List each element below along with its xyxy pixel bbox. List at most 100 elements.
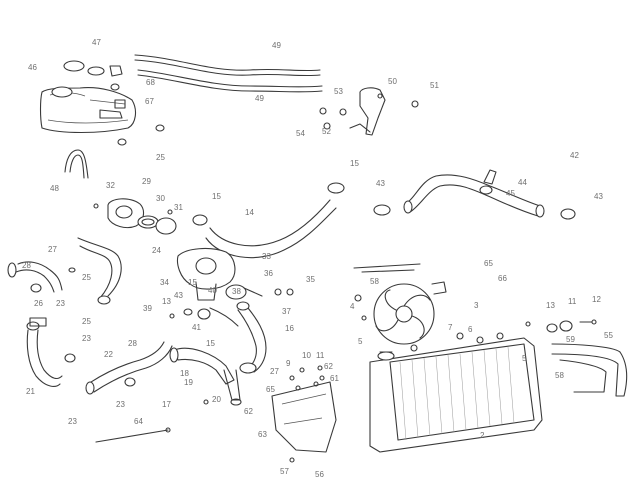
part-label: 17: [162, 400, 171, 409]
hose-42: [373, 169, 576, 220]
hose-28: [7, 261, 76, 293]
part-label: 56: [315, 470, 324, 479]
fasteners-9-10: [289, 365, 325, 381]
part-label: 46: [28, 63, 37, 72]
part-label: 13: [162, 297, 171, 306]
part-label: 33: [262, 252, 271, 261]
long-hose-49: [134, 54, 323, 93]
part-label: 30: [156, 194, 165, 203]
part-label: 34: [160, 278, 169, 287]
part-label: 23: [116, 400, 125, 409]
part-label: 15: [188, 278, 197, 287]
part-label: 50: [388, 77, 397, 86]
tank-cap-47: [63, 60, 165, 146]
part-label: 23: [68, 417, 77, 426]
shroud-62: [271, 381, 337, 463]
part-label: 29: [142, 177, 151, 186]
part-label: 61: [330, 374, 339, 383]
part-label: 28: [22, 261, 31, 270]
part-label: 5: [358, 337, 363, 346]
part-label: 38: [232, 287, 241, 296]
rod-64: [95, 427, 171, 443]
hose-21: [26, 317, 76, 387]
part-label: 37: [282, 307, 291, 316]
part-label: 21: [26, 387, 35, 396]
part-label: 18: [180, 369, 189, 378]
cooling-fan: [353, 263, 447, 352]
part-label: 53: [334, 87, 343, 96]
part-label: 23: [56, 299, 65, 308]
part-label: 26: [34, 299, 43, 308]
part-label: 19: [184, 378, 193, 387]
part-number-labels: 47 49 46 68 67 49 53 50 51 54 52 25 15 4…: [22, 38, 613, 479]
hose-16: [236, 301, 267, 374]
part-label: 35: [306, 275, 315, 284]
part-label: 11: [316, 351, 325, 360]
part-label: 44: [518, 178, 527, 187]
part-label: 59: [566, 335, 575, 344]
hose-14: [192, 182, 345, 259]
bracket-55: [525, 319, 628, 397]
part-label: 42: [570, 151, 579, 160]
part-label: 45: [506, 189, 515, 198]
part-label: 28: [128, 339, 137, 348]
part-label: 32: [106, 181, 115, 190]
part-label: 51: [430, 81, 439, 90]
part-label: 4: [350, 302, 355, 311]
part-label: 15: [350, 159, 359, 168]
expansion-tank-46: [39, 86, 137, 134]
part-label: 43: [594, 192, 603, 201]
part-label: 25: [156, 153, 165, 162]
part-label: 20: [212, 395, 221, 404]
part-label: 47: [92, 38, 101, 47]
part-label: 27: [270, 367, 279, 376]
part-label: 43: [376, 179, 385, 188]
part-label: 52: [322, 127, 331, 136]
part-label: 49: [272, 41, 281, 50]
part-label: 55: [604, 331, 613, 340]
part-label: 11: [568, 297, 577, 306]
part-label: 5: [522, 354, 527, 363]
part-label: 58: [555, 371, 564, 380]
part-label: 64: [134, 417, 143, 426]
thermostat-housing-32: [93, 198, 177, 235]
radiator-2: [369, 332, 543, 453]
part-label: 62: [244, 407, 253, 416]
part-label: 36: [264, 269, 273, 278]
part-label: 10: [302, 351, 311, 360]
part-label: 67: [145, 97, 154, 106]
part-label: 6: [468, 325, 473, 334]
part-label: 16: [285, 324, 294, 333]
part-label: 39: [143, 304, 152, 313]
part-label: 62: [324, 362, 333, 371]
part-label: 15: [206, 339, 215, 348]
part-label: 68: [146, 78, 155, 87]
part-label: 43: [174, 291, 183, 300]
bracket-50: [319, 87, 419, 136]
part-label: 41: [192, 323, 201, 332]
part-label: 48: [50, 184, 59, 193]
part-label: 40: [208, 286, 217, 295]
bracket-48: [64, 149, 89, 179]
part-label: 2: [480, 431, 485, 440]
part-label: 12: [592, 295, 601, 304]
part-label: 23: [82, 334, 91, 343]
part-label: 65: [266, 385, 275, 394]
part-label: 49: [255, 94, 264, 103]
part-label: 66: [498, 274, 507, 283]
hose-22: [85, 341, 173, 395]
part-label: 22: [104, 350, 113, 359]
part-label: 13: [546, 301, 555, 310]
part-label: 31: [174, 203, 183, 212]
part-label: 63: [258, 430, 267, 439]
part-label: 14: [245, 208, 254, 217]
water-pump-33: [176, 247, 294, 301]
hose-24: [77, 237, 122, 305]
part-label: 65: [484, 259, 493, 268]
part-label: 3: [474, 301, 479, 310]
part-label: 25: [82, 273, 91, 282]
part-label: 58: [370, 277, 379, 286]
part-label: 9: [286, 359, 291, 368]
pipe-18: [169, 347, 242, 406]
